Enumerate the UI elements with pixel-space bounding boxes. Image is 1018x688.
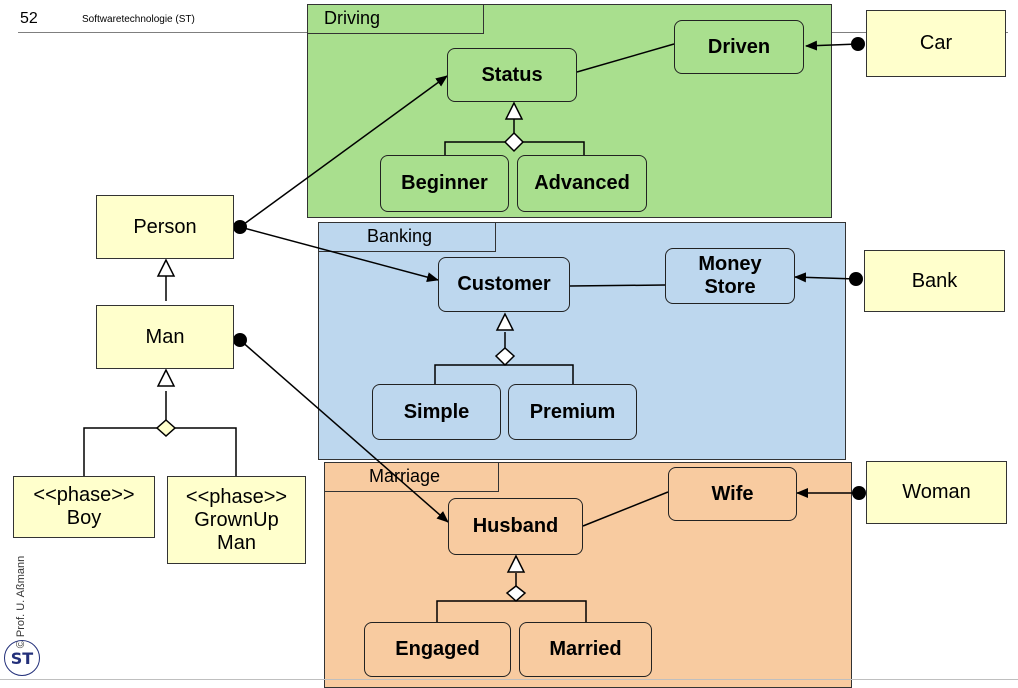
edge-car-driven — [805, 40, 859, 51]
footer-rule — [0, 679, 1018, 680]
gen-triangle-husband — [506, 554, 526, 573]
role-status[interactable]: Status — [447, 48, 577, 102]
role-engaged[interactable]: Engaged — [364, 622, 511, 677]
dot-person — [233, 220, 247, 234]
role-money-store[interactable]: Money Store — [665, 248, 795, 304]
class-woman[interactable]: Woman — [866, 461, 1007, 524]
class-bank[interactable]: Bank — [864, 250, 1005, 312]
st-logo-icon: ST — [4, 640, 40, 676]
role-husband[interactable]: Husband — [448, 498, 583, 555]
edge-bank-moneystore — [794, 272, 857, 283]
edge-person-customer — [239, 226, 439, 282]
package-marriage-tab: Marriage — [324, 462, 499, 492]
marriage-tree — [436, 573, 587, 622]
phase-tree — [83, 391, 237, 476]
edge-person-status — [239, 75, 448, 228]
diamond-banking — [494, 346, 516, 367]
dot-bank — [849, 272, 863, 286]
gen-triangle-phases — [156, 368, 176, 387]
gen-triangle-customer — [495, 312, 515, 331]
role-wife[interactable]: Wife — [668, 467, 797, 521]
dot-car — [851, 37, 865, 51]
class-man[interactable]: Man — [96, 305, 234, 369]
role-advanced[interactable]: Advanced — [517, 155, 647, 212]
assoc-husband-wife — [582, 491, 669, 527]
dot-woman — [852, 486, 866, 500]
assoc-status-driven — [576, 43, 675, 73]
gen-triangle-man — [156, 258, 176, 277]
role-money-store-label: Money Store — [698, 253, 762, 298]
gen-triangle-status — [504, 101, 524, 120]
role-driven[interactable]: Driven — [674, 20, 804, 74]
slide-number: 52 — [20, 10, 38, 27]
class-phase-grownup-man[interactable]: <<phase>> GrownUp Man — [167, 476, 306, 564]
role-married[interactable]: Married — [519, 622, 652, 677]
assoc-customer-moneystore — [569, 284, 666, 287]
diamond-driving — [503, 131, 525, 153]
package-banking-tab: Banking — [318, 222, 496, 252]
diamond-marriage — [505, 585, 527, 603]
role-premium[interactable]: Premium — [508, 384, 637, 440]
role-beginner[interactable]: Beginner — [380, 155, 509, 212]
class-car[interactable]: Car — [866, 10, 1006, 77]
package-driving-tab: Driving — [307, 4, 484, 34]
dot-man — [233, 333, 247, 347]
role-simple[interactable]: Simple — [372, 384, 501, 440]
course-title: Softwaretechnologie (ST) — [82, 14, 195, 25]
edge-man-husband — [239, 339, 449, 523]
class-person[interactable]: Person — [96, 195, 234, 259]
role-customer[interactable]: Customer — [438, 257, 570, 312]
diamond-phases — [155, 418, 177, 438]
class-phase-boy[interactable]: <<phase>> Boy — [13, 476, 155, 538]
